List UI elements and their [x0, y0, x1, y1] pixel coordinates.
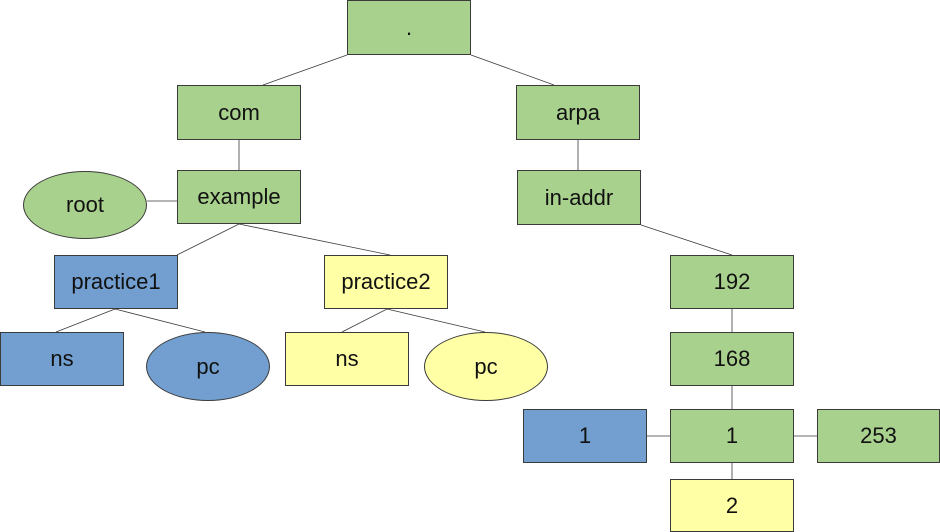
edge-example-practice2 [238, 223, 391, 256]
node-practice1: practice1 [54, 255, 178, 309]
node-arpa: arpa [516, 85, 640, 140]
node-practice2-ns: ns [285, 332, 409, 386]
node-octet-168: 168 [670, 332, 794, 386]
node-practice1-pc: pc [146, 332, 270, 401]
node-octet-192: 192 [670, 255, 794, 309]
edge-dot-arpa [470, 54, 555, 86]
node-octet-1-mid: 1 [670, 409, 794, 463]
edge-practice1-ns [55, 308, 116, 333]
edge-dot-com [262, 54, 348, 86]
node-practice2: practice2 [324, 255, 448, 309]
edge-practice2-pc [386, 308, 486, 333]
edge-inaddr-192 [640, 224, 733, 256]
node-octet-1-left: 1 [523, 409, 647, 463]
node-octet-253: 253 [817, 409, 940, 463]
node-octet-2: 2 [670, 479, 794, 532]
node-com: com [177, 85, 301, 140]
edge-example-practice1 [176, 223, 240, 256]
node-root-user: root [23, 171, 147, 239]
edge-practice2-ns [341, 308, 388, 333]
node-practice2-pc: pc [424, 332, 548, 401]
node-example: example [177, 170, 301, 224]
edge-practice1-pc [114, 308, 206, 333]
node-root-dot: . [347, 0, 471, 55]
node-practice1-ns: ns [0, 332, 124, 386]
node-in-addr: in-addr [517, 170, 641, 225]
